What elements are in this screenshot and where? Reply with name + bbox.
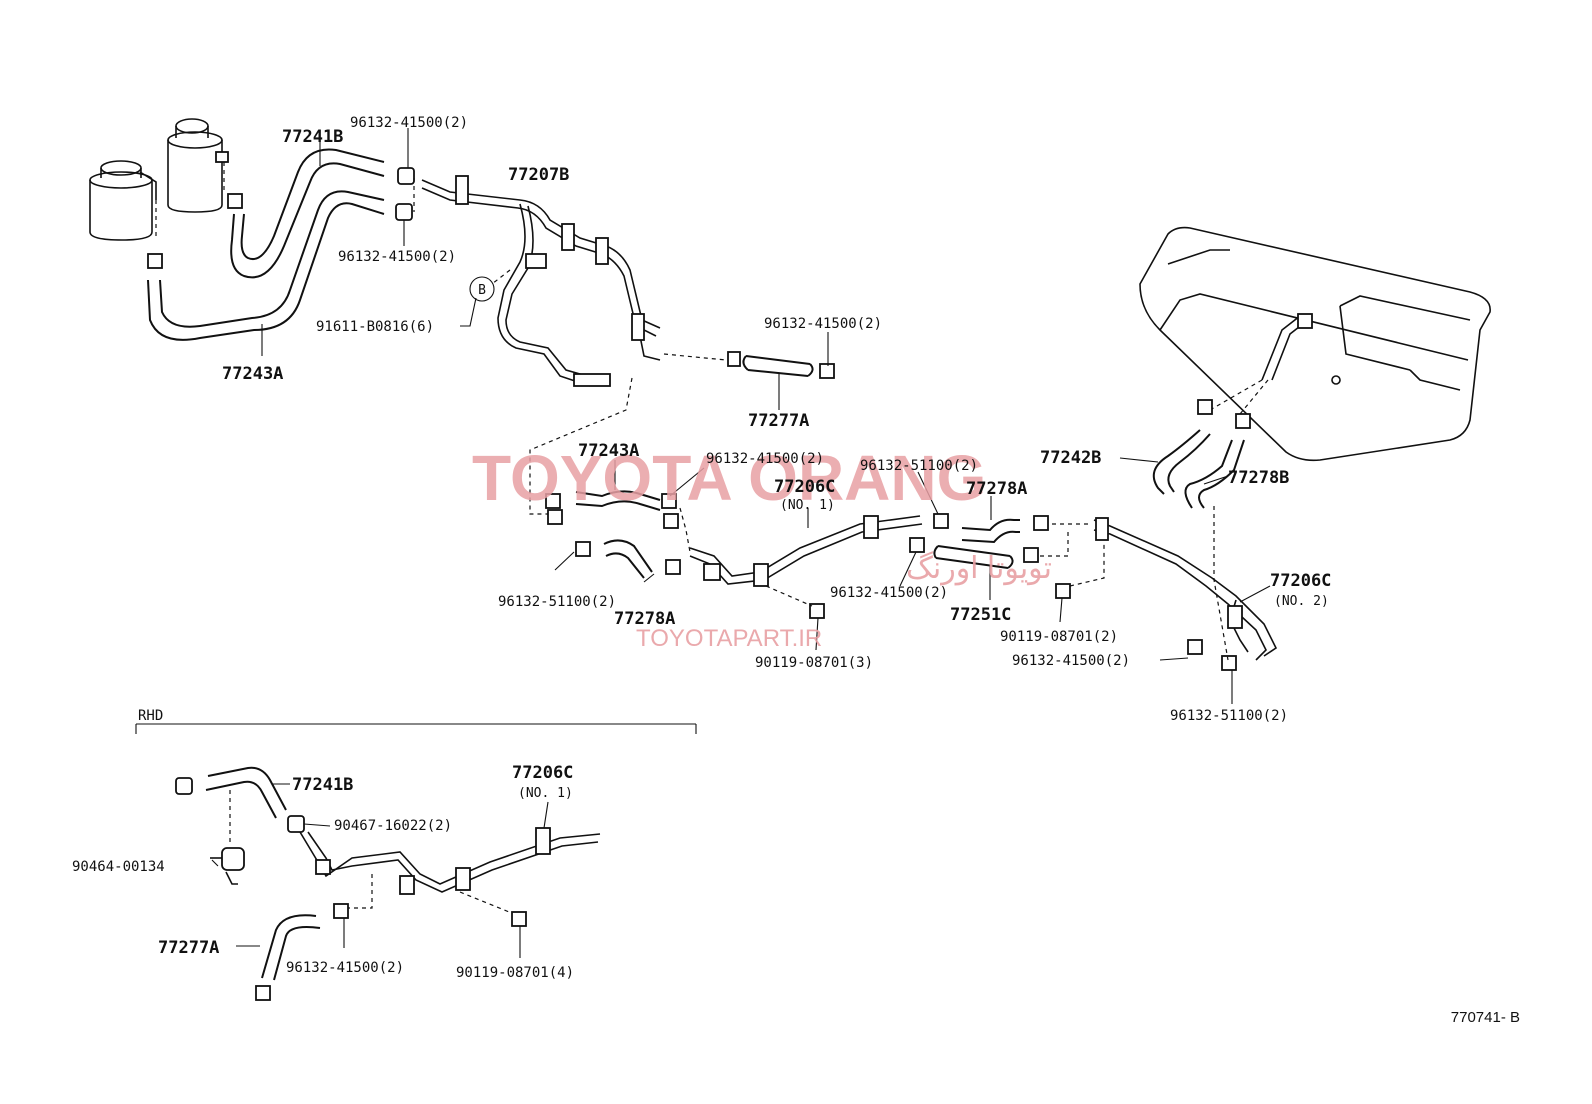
callout-77241b: 77241B: [282, 127, 343, 147]
reservoir-tank-left: [89, 160, 157, 241]
hose-77241b: [230, 148, 385, 279]
callout-96132-41500: 96132-41500(2): [350, 115, 468, 131]
callout-96132-51100: 96132-51100(2): [860, 458, 978, 474]
callout-96132-41500: 96132-41500(2): [338, 249, 456, 265]
callout-91611-b0816: 91611-B0816(6): [316, 319, 434, 335]
tube-77206c-no1: [689, 515, 923, 587]
hose-clip: [147, 253, 163, 269]
callout-77278a: 77278A: [966, 479, 1027, 499]
callout-77206c: 77206C: [512, 763, 573, 783]
tube-77206c-no2: [1093, 517, 1278, 661]
tube-assembly-77207b: [421, 175, 661, 387]
rhd-hose-77277a: [261, 914, 321, 981]
watermark-brand: TOYOTA ORANG: [472, 442, 986, 514]
callout-77241b: 77241B: [292, 775, 353, 795]
bolt: [1055, 583, 1071, 599]
fuel-tank: [1139, 226, 1491, 462]
hose-77243a: [147, 190, 385, 341]
callout-90119-08701: 90119-08701(4): [456, 965, 574, 981]
rhd-check-valve: [210, 847, 245, 885]
callout-96132-41500: 96132-41500(2): [764, 316, 882, 332]
reservoir-tank-right: [167, 118, 229, 213]
callout-96132-41500: 96132-41500(2): [830, 585, 948, 601]
callout-96132-41500: 96132-41500(2): [706, 451, 824, 467]
callout-77243a: 77243A: [578, 441, 639, 461]
hose-77242b: [1152, 429, 1211, 495]
bolt: [511, 911, 527, 927]
callout-96132-51100: 96132-51100(2): [1170, 708, 1288, 724]
rhd-tube-77206c: [299, 827, 601, 895]
hose-77243a-mid: [575, 490, 661, 511]
rhd-hose-77241b: [205, 766, 287, 819]
callout-77251c: 77251C: [950, 605, 1011, 625]
callout-90464-00134: 90464-00134: [72, 859, 165, 875]
diagram-code: 770741- B: [1451, 1009, 1520, 1026]
callout-90467-16022: 90467-16022(2): [334, 818, 452, 834]
callout-90119-08701: 90119-08701(2): [1000, 629, 1118, 645]
callout-96132-51100: 96132-51100(2): [498, 594, 616, 610]
hose-77278a-right: [961, 518, 1020, 544]
marker-b-circle: [469, 276, 495, 302]
hose-77278a-left: [603, 539, 653, 579]
callout-77277a: 77277A: [748, 411, 809, 431]
hose-clip: [227, 193, 243, 209]
callout-77277a: 77277A: [158, 938, 219, 958]
hose-77251c: [933, 545, 1014, 569]
callout-77278a: 77278A: [614, 609, 675, 629]
callout-96132-41500: 96132-41500(2): [1012, 653, 1130, 669]
callout-77206c: 77206C: [774, 477, 835, 497]
hose-77278b: [1184, 439, 1245, 509]
clamp: [397, 167, 415, 185]
callout-77278b: 77278B: [1228, 468, 1289, 488]
callout-96132-41500: 96132-41500(2): [286, 960, 404, 976]
clamp: [395, 203, 413, 221]
callout-77206c: 77206C: [1270, 571, 1331, 591]
callout-77206c-sub: (NO. 1): [780, 498, 835, 513]
callout-77207b: 77207B: [508, 165, 569, 185]
callout-77242b: 77242B: [1040, 448, 1101, 468]
callout-90119-08701: 90119-08701(3): [755, 655, 873, 671]
bolt: [809, 603, 825, 619]
leader-lines: [211, 128, 1271, 958]
marker-b-label: B: [478, 283, 486, 298]
section-label-rhd: RHD: [138, 708, 163, 724]
callout-77206c-sub: (NO. 1): [518, 786, 573, 801]
callout-77243a: 77243A: [222, 364, 283, 384]
watermark-persian: تويوتا اورنگ: [906, 551, 1052, 586]
hose-77277a: [742, 355, 814, 377]
callout-77206c-sub: (NO. 2): [1274, 594, 1329, 609]
watermark-site: TOYOTAPART.IR: [636, 625, 822, 652]
